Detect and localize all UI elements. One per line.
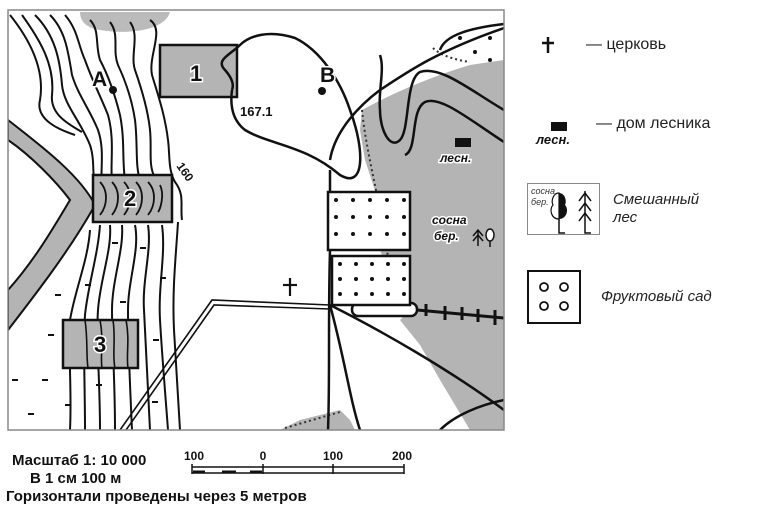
orchard-dot bbox=[338, 292, 342, 296]
orchard-dot bbox=[351, 198, 355, 202]
plot-3-label: 3 bbox=[94, 332, 106, 357]
orchard-dot bbox=[354, 262, 358, 266]
legend-orchard: Фруктовый сад bbox=[527, 270, 757, 324]
elevation-mark: 167.1 bbox=[240, 104, 273, 119]
orchard-dot bbox=[334, 232, 338, 236]
point-a-marker[interactable] bbox=[109, 86, 117, 94]
orchard-dot bbox=[351, 232, 355, 236]
orchard-dot bbox=[334, 215, 338, 219]
scale-tick-label: 200 bbox=[392, 449, 412, 463]
gray-area-bottom bbox=[280, 410, 355, 430]
forest-area bbox=[360, 60, 504, 430]
forester-house-icon bbox=[455, 138, 471, 147]
legend-orchard-text: Фруктовый сад bbox=[601, 288, 712, 305]
orchard-icon bbox=[527, 270, 581, 324]
orchard-dot bbox=[334, 198, 338, 202]
orchard-dot bbox=[402, 292, 406, 296]
topographic-map: лесн. сосна бер. А В 1 2 3 167.1 160 bbox=[7, 9, 505, 431]
map-frame bbox=[7, 9, 505, 431]
legend-mixed-forest-text-line2: лес bbox=[613, 209, 638, 226]
orchard-dot bbox=[402, 277, 406, 281]
orchard-dot bbox=[385, 232, 389, 236]
legend-forester-text: — дом лесника bbox=[596, 115, 711, 132]
orchard-dot bbox=[402, 262, 406, 266]
orchard-block-1 bbox=[326, 190, 412, 252]
orchard-dot bbox=[338, 262, 342, 266]
orchard-dot bbox=[386, 277, 390, 281]
legend-forester-house: лесн. — дом лесника bbox=[532, 115, 752, 152]
scale-tick-label: 0 bbox=[260, 449, 267, 463]
orchard-dot bbox=[370, 292, 374, 296]
orchard-dot bbox=[338, 277, 342, 281]
point-b-marker[interactable] bbox=[318, 87, 326, 95]
forest-label-line1: сосна bbox=[432, 213, 467, 227]
hilltop-contour bbox=[220, 32, 362, 180]
orchard-dots-top bbox=[458, 36, 492, 62]
plot-1[interactable] bbox=[158, 43, 239, 99]
linear-scale-bar: 100 0 100 200 bbox=[184, 449, 412, 474]
church-icon bbox=[283, 278, 297, 296]
forester-house-icon bbox=[551, 122, 567, 131]
legend-mixed-forest: сосна бер. Смешанный лес bbox=[527, 183, 757, 239]
main-road bbox=[119, 299, 331, 430]
scale-ratio: Масштаб 1: 10 000 bbox=[12, 452, 147, 469]
meadow-marks bbox=[12, 242, 166, 415]
birch-tree-icon bbox=[485, 228, 495, 247]
orchard-dot bbox=[402, 215, 406, 219]
orchard-dot bbox=[368, 232, 372, 236]
orchard-dot bbox=[402, 232, 406, 236]
contour-lines bbox=[9, 14, 183, 430]
pine-tree-icon bbox=[472, 228, 484, 246]
river bbox=[8, 118, 97, 332]
orchard-dot bbox=[354, 292, 358, 296]
orchard-dot bbox=[386, 262, 390, 266]
mixed-forest-sign-line1: сосна bbox=[531, 186, 555, 196]
legend-church-text: — церковь bbox=[586, 36, 667, 53]
scale-named: В 1 см 100 м bbox=[30, 470, 122, 487]
point-a-label: А bbox=[92, 68, 107, 91]
church-cross-icon bbox=[542, 37, 554, 53]
orchard-dot bbox=[368, 198, 372, 202]
point-b-label: В bbox=[320, 64, 335, 87]
orchard-dot bbox=[368, 215, 372, 219]
plot-2-label: 2 bbox=[124, 186, 136, 211]
forest-edge-dotted-top bbox=[432, 47, 471, 63]
orchard-dot bbox=[370, 262, 374, 266]
scale-tick-label: 100 bbox=[323, 449, 343, 463]
legend-church: — церковь bbox=[540, 36, 666, 54]
legend-forester-sign-label: лесн. bbox=[536, 132, 570, 147]
scale-tick-label: 100 bbox=[184, 449, 204, 463]
forest-label-line2: бер. bbox=[434, 229, 459, 243]
orchard-dot bbox=[354, 277, 358, 281]
contour-interval-note: Горизонтали проведены через 5 метров bbox=[6, 488, 307, 505]
orchard-dot bbox=[351, 215, 355, 219]
mixed-forest-icon bbox=[527, 183, 600, 235]
orchard-dot bbox=[386, 292, 390, 296]
orchard-dot bbox=[385, 215, 389, 219]
legend-mixed-forest-text-line1: Смешанный bbox=[613, 191, 700, 208]
forester-label: лесн. bbox=[439, 151, 471, 165]
orchard-dot bbox=[385, 198, 389, 202]
orchard-dot bbox=[370, 277, 374, 281]
plot-1-label: 1 bbox=[190, 61, 202, 86]
roads bbox=[326, 26, 504, 430]
orchard-dot bbox=[402, 198, 406, 202]
mixed-forest-sign-line2: бер. bbox=[531, 197, 549, 207]
